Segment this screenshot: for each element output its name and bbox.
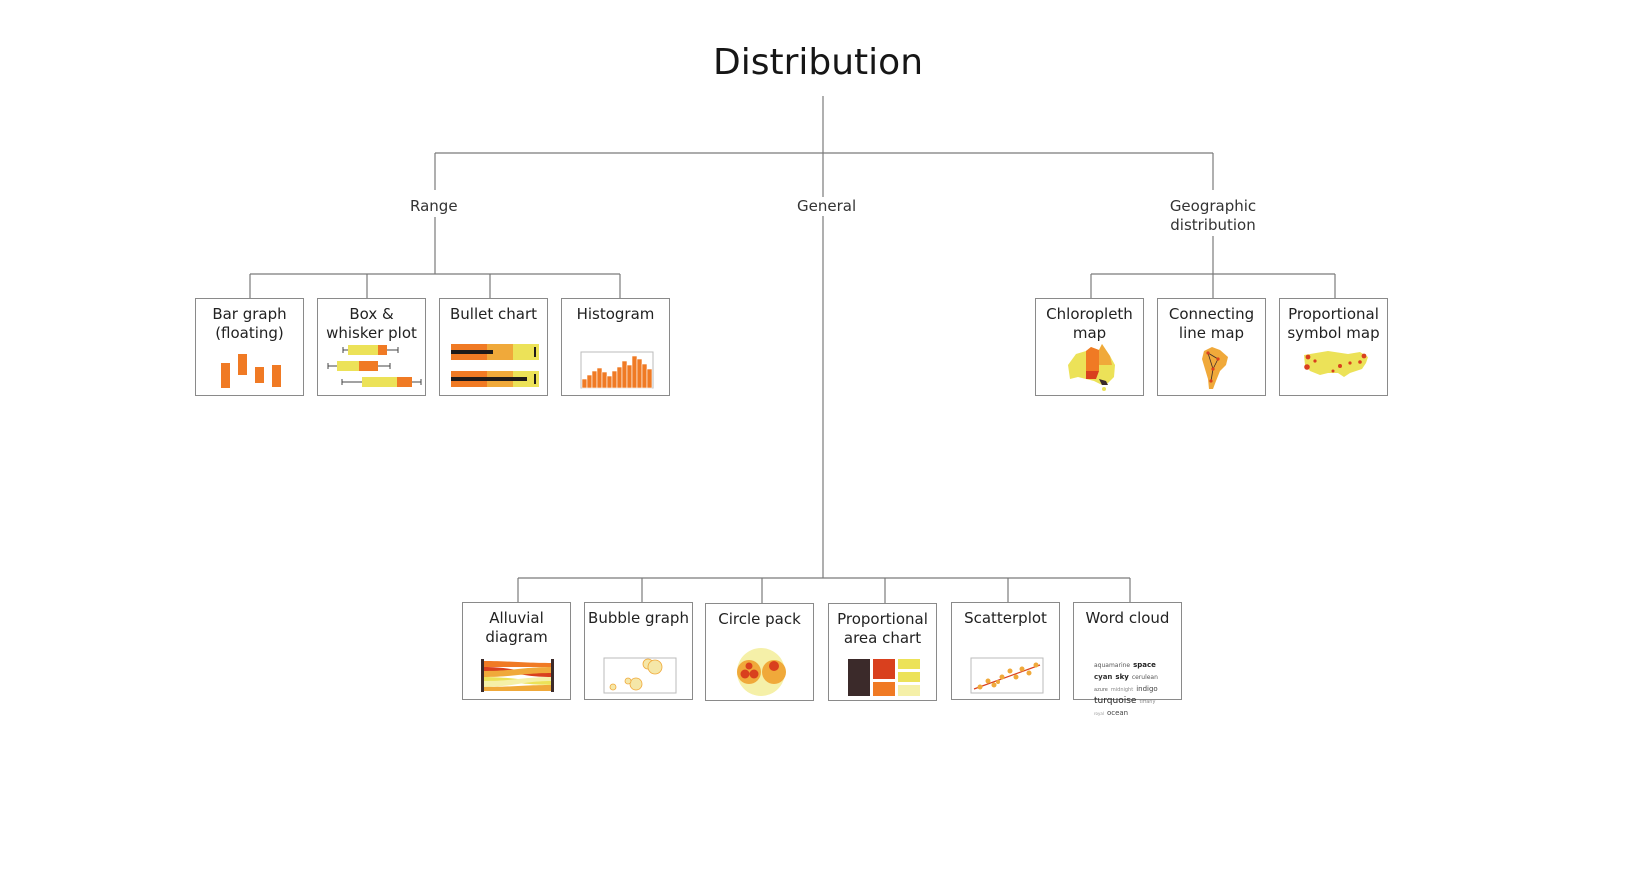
card-histogram[interactable]: Histogram: [561, 298, 670, 396]
word-cloud-word: midnight: [1110, 687, 1134, 693]
card-label-line2: whisker plot: [326, 324, 417, 342]
word-cloud-word: cyan: [1094, 673, 1113, 681]
card-chloropleth-map[interactable]: Chloropleth map: [1035, 298, 1144, 396]
card-bullet-chart[interactable]: Bullet chart: [439, 298, 548, 396]
alluvial-thumbnail-icon: [481, 659, 554, 692]
card-label-line2: map: [1072, 324, 1107, 342]
card-label-line1: Histogram: [576, 305, 655, 323]
word-cloud-word: azure: [1094, 687, 1108, 693]
card-label-line2: line map: [1178, 324, 1245, 342]
card-alluvial-diagram[interactable]: Alluvial diagram: [462, 602, 571, 700]
card-proportional-area-chart[interactable]: Proportional area chart: [828, 603, 937, 701]
category-range-label: Range: [410, 197, 458, 215]
card-label-line1: Proportional: [837, 610, 928, 628]
word-cloud-word: cerulean: [1131, 674, 1158, 681]
category-geographic: Geographic distribution: [1167, 197, 1259, 235]
card-bar-graph-floating[interactable]: Bar graph (floating): [195, 298, 304, 396]
box-whisker-thumbnail-icon: [327, 345, 422, 387]
card-label-line1: Chloropleth: [1046, 305, 1133, 323]
card-label-line1: Bubble graph: [588, 609, 689, 627]
word-cloud-word: space: [1133, 661, 1156, 669]
word-cloud-word: tiffany: [1139, 699, 1156, 705]
word-cloud-word: indigo: [1136, 685, 1158, 693]
bubble-graph-thumbnail-icon: [603, 657, 677, 694]
card-label-line1: Proportional: [1288, 305, 1379, 323]
card-label-line1: Connecting: [1168, 305, 1255, 323]
card-proportional-symbol-map[interactable]: Proportional symbol map: [1279, 298, 1388, 396]
scatterplot-thumbnail-icon: [970, 657, 1044, 694]
card-label-line1: Bullet chart: [449, 305, 537, 323]
card-label-line2: area chart: [843, 629, 922, 647]
card-scatterplot[interactable]: Scatterplot: [951, 602, 1060, 700]
category-general-label: General: [797, 197, 857, 215]
card-label-line2: (floating): [215, 324, 284, 342]
card-label-line1: Word cloud: [1085, 609, 1170, 627]
word-cloud-word: aquamarine: [1094, 662, 1131, 669]
floating-bar-thumbnail-icon: [221, 354, 281, 388]
card-label-line2: diagram: [485, 628, 548, 646]
word-cloud-word: turquoise: [1094, 696, 1137, 706]
card-connecting-line-map[interactable]: Connecting line map: [1157, 298, 1266, 396]
card-label-line1: Box &: [349, 305, 394, 323]
card-box-whisker-plot[interactable]: Box & whisker plot: [317, 298, 426, 396]
australia-map-icon: [1068, 344, 1115, 391]
page-title: Distribution: [712, 42, 924, 83]
histogram-thumbnail-icon: [580, 351, 654, 389]
category-geographic-label-line2: distribution: [1170, 216, 1256, 234]
card-label-line2: symbol map: [1287, 324, 1380, 342]
category-range: Range: [408, 197, 460, 216]
card-label-line1: Circle pack: [718, 610, 801, 628]
bullet-chart-thumbnail-icon: [451, 344, 539, 387]
card-label-line1: Scatterplot: [964, 609, 1047, 627]
circle-pack-thumbnail-icon: [737, 648, 786, 696]
card-label-line1: Bar graph: [212, 305, 287, 323]
word-cloud-word: royal: [1094, 711, 1104, 716]
category-general: General: [795, 197, 859, 216]
category-geographic-label-line1: Geographic: [1169, 197, 1257, 215]
word-cloud-word: sky: [1115, 673, 1129, 681]
card-circle-pack[interactable]: Circle pack: [705, 603, 814, 701]
word-cloud-word: ocean: [1106, 709, 1129, 717]
card-bubble-graph[interactable]: Bubble graph: [584, 602, 693, 700]
south-america-map-icon: [1202, 347, 1228, 389]
proportional-area-thumbnail-icon: [848, 659, 920, 696]
usa-map-icon: [1304, 351, 1368, 377]
card-label-line1: Alluvial: [489, 609, 544, 627]
